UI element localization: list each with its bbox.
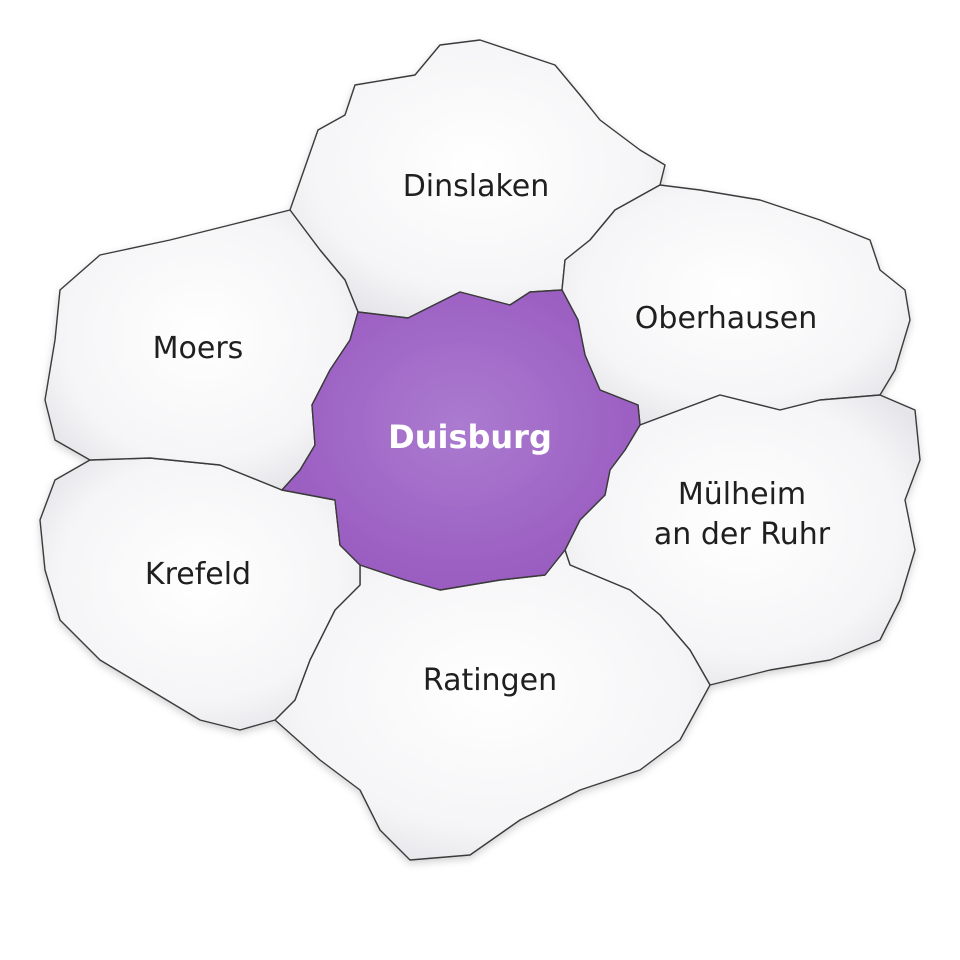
label-muelheim-line2: an der Ruhr: [654, 517, 831, 552]
label-duisburg: Duisburg: [388, 418, 552, 456]
label-moers: Moers: [153, 331, 244, 366]
label-krefeld: Krefeld: [145, 557, 251, 592]
label-dinslaken: Dinslaken: [403, 169, 550, 204]
region-duisburg[interactable]: [281, 289, 641, 591]
label-ratingen: Ratingen: [423, 663, 557, 698]
label-muelheim: Mülheim: [678, 477, 806, 512]
label-oberhausen: Oberhausen: [635, 301, 817, 336]
